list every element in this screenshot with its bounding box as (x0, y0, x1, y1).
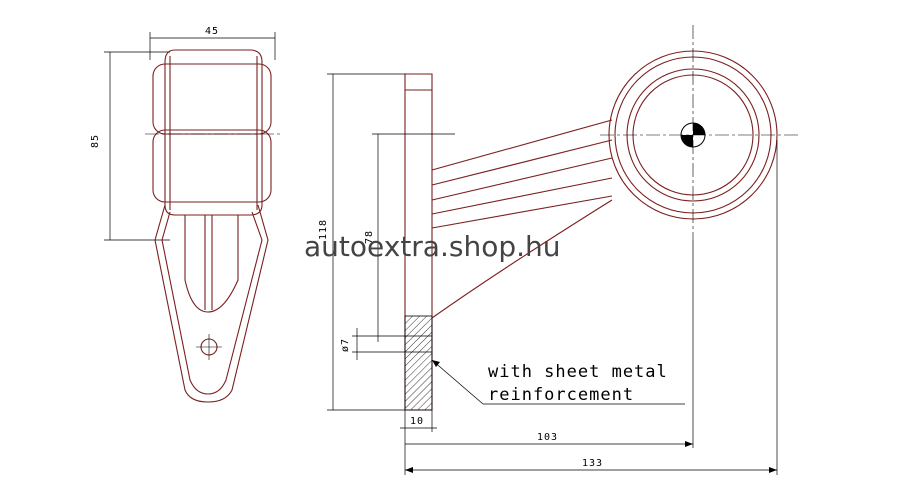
dimension-base-thickness: 10 (400, 410, 437, 432)
dim-133-label: 133 (582, 458, 603, 469)
hatched-reinforcement (404, 315, 433, 411)
dimension-total-height: 118 (318, 73, 405, 411)
dim-78-label: 78 (364, 230, 375, 244)
dim-45-label: 45 (205, 26, 219, 37)
dim-103-label: 103 (537, 432, 558, 443)
dimension-inner-height: 78 (364, 133, 455, 342)
annotation-leader (431, 359, 685, 405)
dim-10-label: 10 (410, 416, 424, 427)
dimension-hole: ø7 (340, 328, 432, 360)
annotation-line-1: with sheet metal (488, 362, 668, 382)
annotation-line-2: reinforcement (488, 385, 634, 405)
dim-d7-label: ø7 (340, 338, 351, 352)
watermark: autoextra.shop.hu (304, 230, 561, 263)
dimension-width-front: 45 (149, 26, 276, 60)
side-view: 118 78 ø7 10 103 (318, 25, 800, 475)
dim-118-label: 118 (318, 219, 329, 240)
dimension-height-front: 85 (90, 51, 170, 241)
dimension-offset-center: 103 (404, 240, 694, 475)
front-view: 45 85 (90, 26, 280, 403)
dimension-total-length: 133 (405, 140, 778, 475)
dim-85-label: 85 (90, 134, 101, 148)
